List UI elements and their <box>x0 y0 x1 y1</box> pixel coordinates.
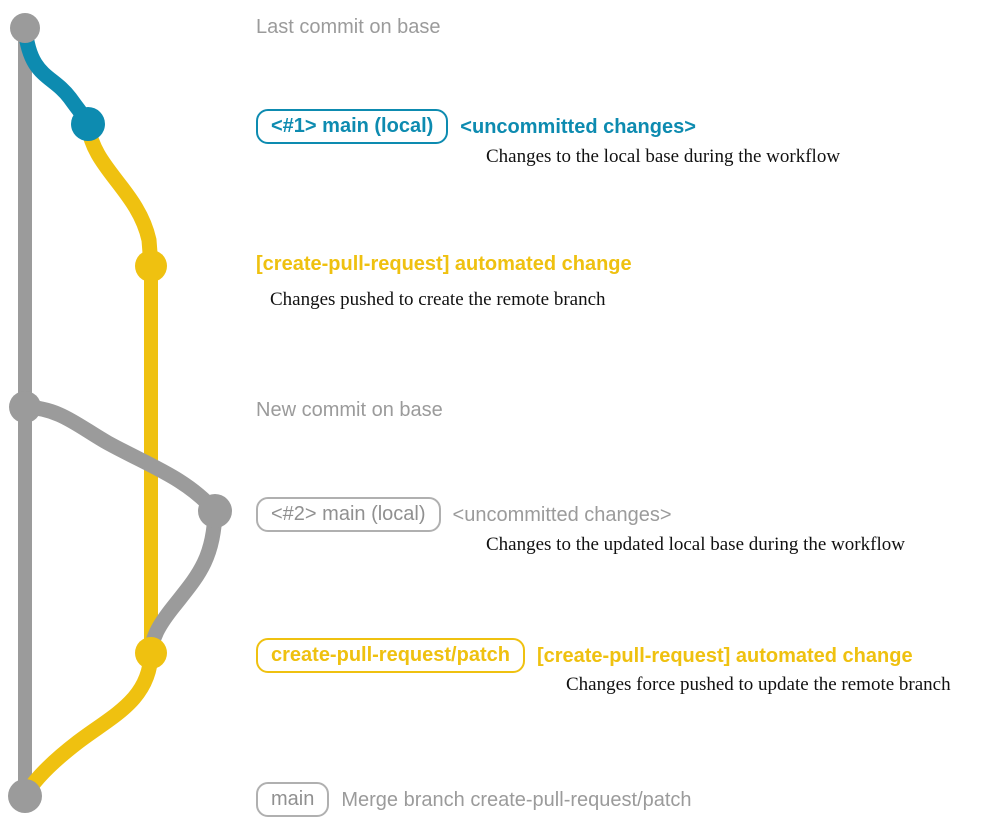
row-local-2-subject: <uncommitted changes> <box>452 503 672 526</box>
row-automated-change-2-note: Changes force pushed to update the remot… <box>566 674 951 695</box>
ref-chip-main-local-2[interactable]: <#2> main (local) <box>256 497 441 532</box>
edge-local-1-to-patch-1 <box>80 116 159 274</box>
ref-chip-main[interactable]: main <box>256 782 330 817</box>
ref-chip-create-pull-request-patch[interactable]: create-pull-request/patch <box>256 638 525 673</box>
row-automated-change-2-subject: [create-pull-request] automated change <box>536 644 913 667</box>
row-merge-commit-subject: Merge branch create-pull-request/patch <box>341 788 692 811</box>
row-automated-change-1: [create-pull-request] automated change <box>256 254 632 274</box>
row-local-1-subject: <uncommitted changes> <box>460 115 696 138</box>
ref-chip-main-local-1[interactable]: <#1> main (local) <box>256 109 449 144</box>
edge-base-new-to-local-2 <box>17 399 223 519</box>
row-automated-change-2: create-pull-request/patch [create-pull-r… <box>256 638 913 673</box>
row-local-2: <#2> main (local) <uncommitted changes> <box>256 497 672 532</box>
row-last-commit-on-base-subject: Last commit on base <box>256 16 441 38</box>
commit-node-patch-1[interactable] <box>135 250 167 282</box>
row-new-commit-on-base-subject: New commit on base <box>256 399 443 421</box>
edge-local-2-to-patch-2 <box>143 503 223 661</box>
commit-node-merge[interactable] <box>8 779 42 813</box>
row-local-1: <#1> main (local) <uncommitted changes> <box>256 109 696 144</box>
row-merge-commit: main Merge branch create-pull-request/pa… <box>256 782 692 817</box>
commit-node-base-head[interactable] <box>10 13 40 43</box>
row-automated-change-1-note: Changes pushed to create the remote bran… <box>270 289 606 310</box>
commit-node-patch-2[interactable] <box>135 637 167 669</box>
commit-node-local-2[interactable] <box>198 494 232 528</box>
commit-node-local-1[interactable] <box>71 107 105 141</box>
row-local-1-note: Changes to the local base during the wor… <box>486 146 841 167</box>
row-local-2-note: Changes to the updated local base during… <box>486 534 905 555</box>
commit-node-base-new[interactable] <box>9 391 41 423</box>
row-automated-change-1-subject: [create-pull-request] automated change <box>256 253 632 275</box>
edge-patch-2-to-merge <box>17 645 159 804</box>
edge-base-to-local-1 <box>17 20 96 132</box>
